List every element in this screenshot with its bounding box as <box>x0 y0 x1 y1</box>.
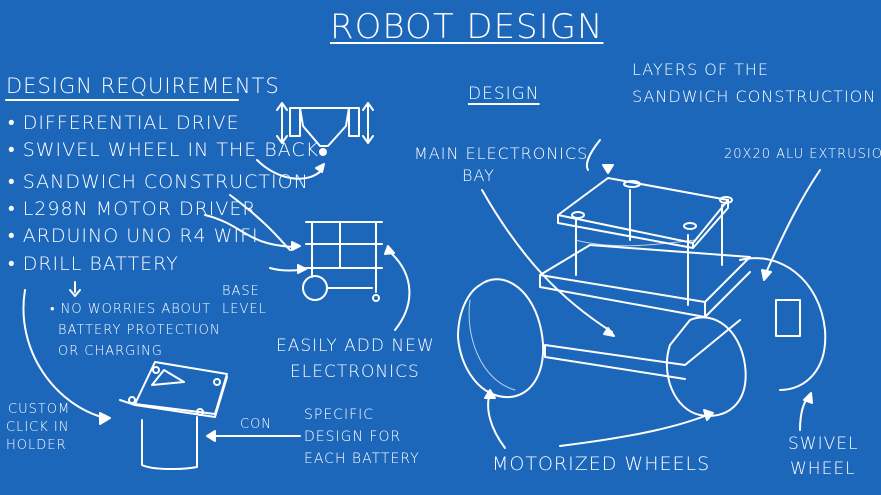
battery-holder-sketch <box>22 281 301 471</box>
easily-add-label: ELECTRONICS <box>290 362 420 382</box>
specific-design-label: DESIGN FOR <box>304 429 402 445</box>
battery-note: • NO WORRIES ABOUT <box>50 302 212 317</box>
specific-design-label: SPECIFIC <box>304 407 375 423</box>
specific-design-label: EACH BATTERY <box>304 451 420 467</box>
sandwich-side-sketch <box>204 194 411 331</box>
requirement-item: • SWIVEL WHEEL IN THE BACK <box>8 139 320 161</box>
base-level-label: LEVEL <box>222 302 267 317</box>
requirement-item: • L298N MOTOR DRIVER <box>8 198 257 220</box>
con-label: CON <box>240 417 273 432</box>
requirement-item: • DRILL BATTERY <box>8 253 179 275</box>
layers-label: LAYERS OF THE <box>632 60 770 79</box>
main-bay-label: MAIN ELECTRONICS <box>414 144 589 163</box>
custom-holder-label: HOLDER <box>6 438 67 453</box>
requirement-item: • SANDWICH CONSTRUCTION <box>8 171 309 193</box>
battery-note: BATTERY PROTECTION <box>58 323 221 338</box>
requirements-heading: DESIGN REQUIREMENTS <box>6 74 280 98</box>
main-bay-label: BAY <box>462 166 495 185</box>
requirement-item: • ARDUINO UNO R4 WIFI <box>8 225 259 247</box>
design-heading: DESIGN <box>468 84 540 104</box>
base-level-label: BASE <box>222 284 260 299</box>
layers-label: SANDWICH CONSTRUCTION <box>632 87 877 106</box>
page-title: ROBOT DESIGN <box>330 7 604 47</box>
robot-sketch <box>457 139 827 449</box>
requirement-item: • DIFFERENTIAL DRIVE <box>8 112 240 134</box>
custom-holder-label: CUSTOM <box>8 402 71 417</box>
battery-note: OR CHARGING <box>58 344 163 359</box>
swivel-wheel-label: SWIVEL <box>788 434 859 454</box>
swivel-wheel-label: WHEEL <box>790 459 856 479</box>
differential-drive-sketch <box>256 102 374 180</box>
motorized-wheels-label: MOTORIZED WHEELS <box>492 453 711 475</box>
custom-holder-label: CLICK IN <box>6 420 70 435</box>
easily-add-label: EASILY ADD NEW <box>276 336 435 356</box>
extrusion-label: 20X20 ALU EXTRUSION <box>724 147 881 162</box>
